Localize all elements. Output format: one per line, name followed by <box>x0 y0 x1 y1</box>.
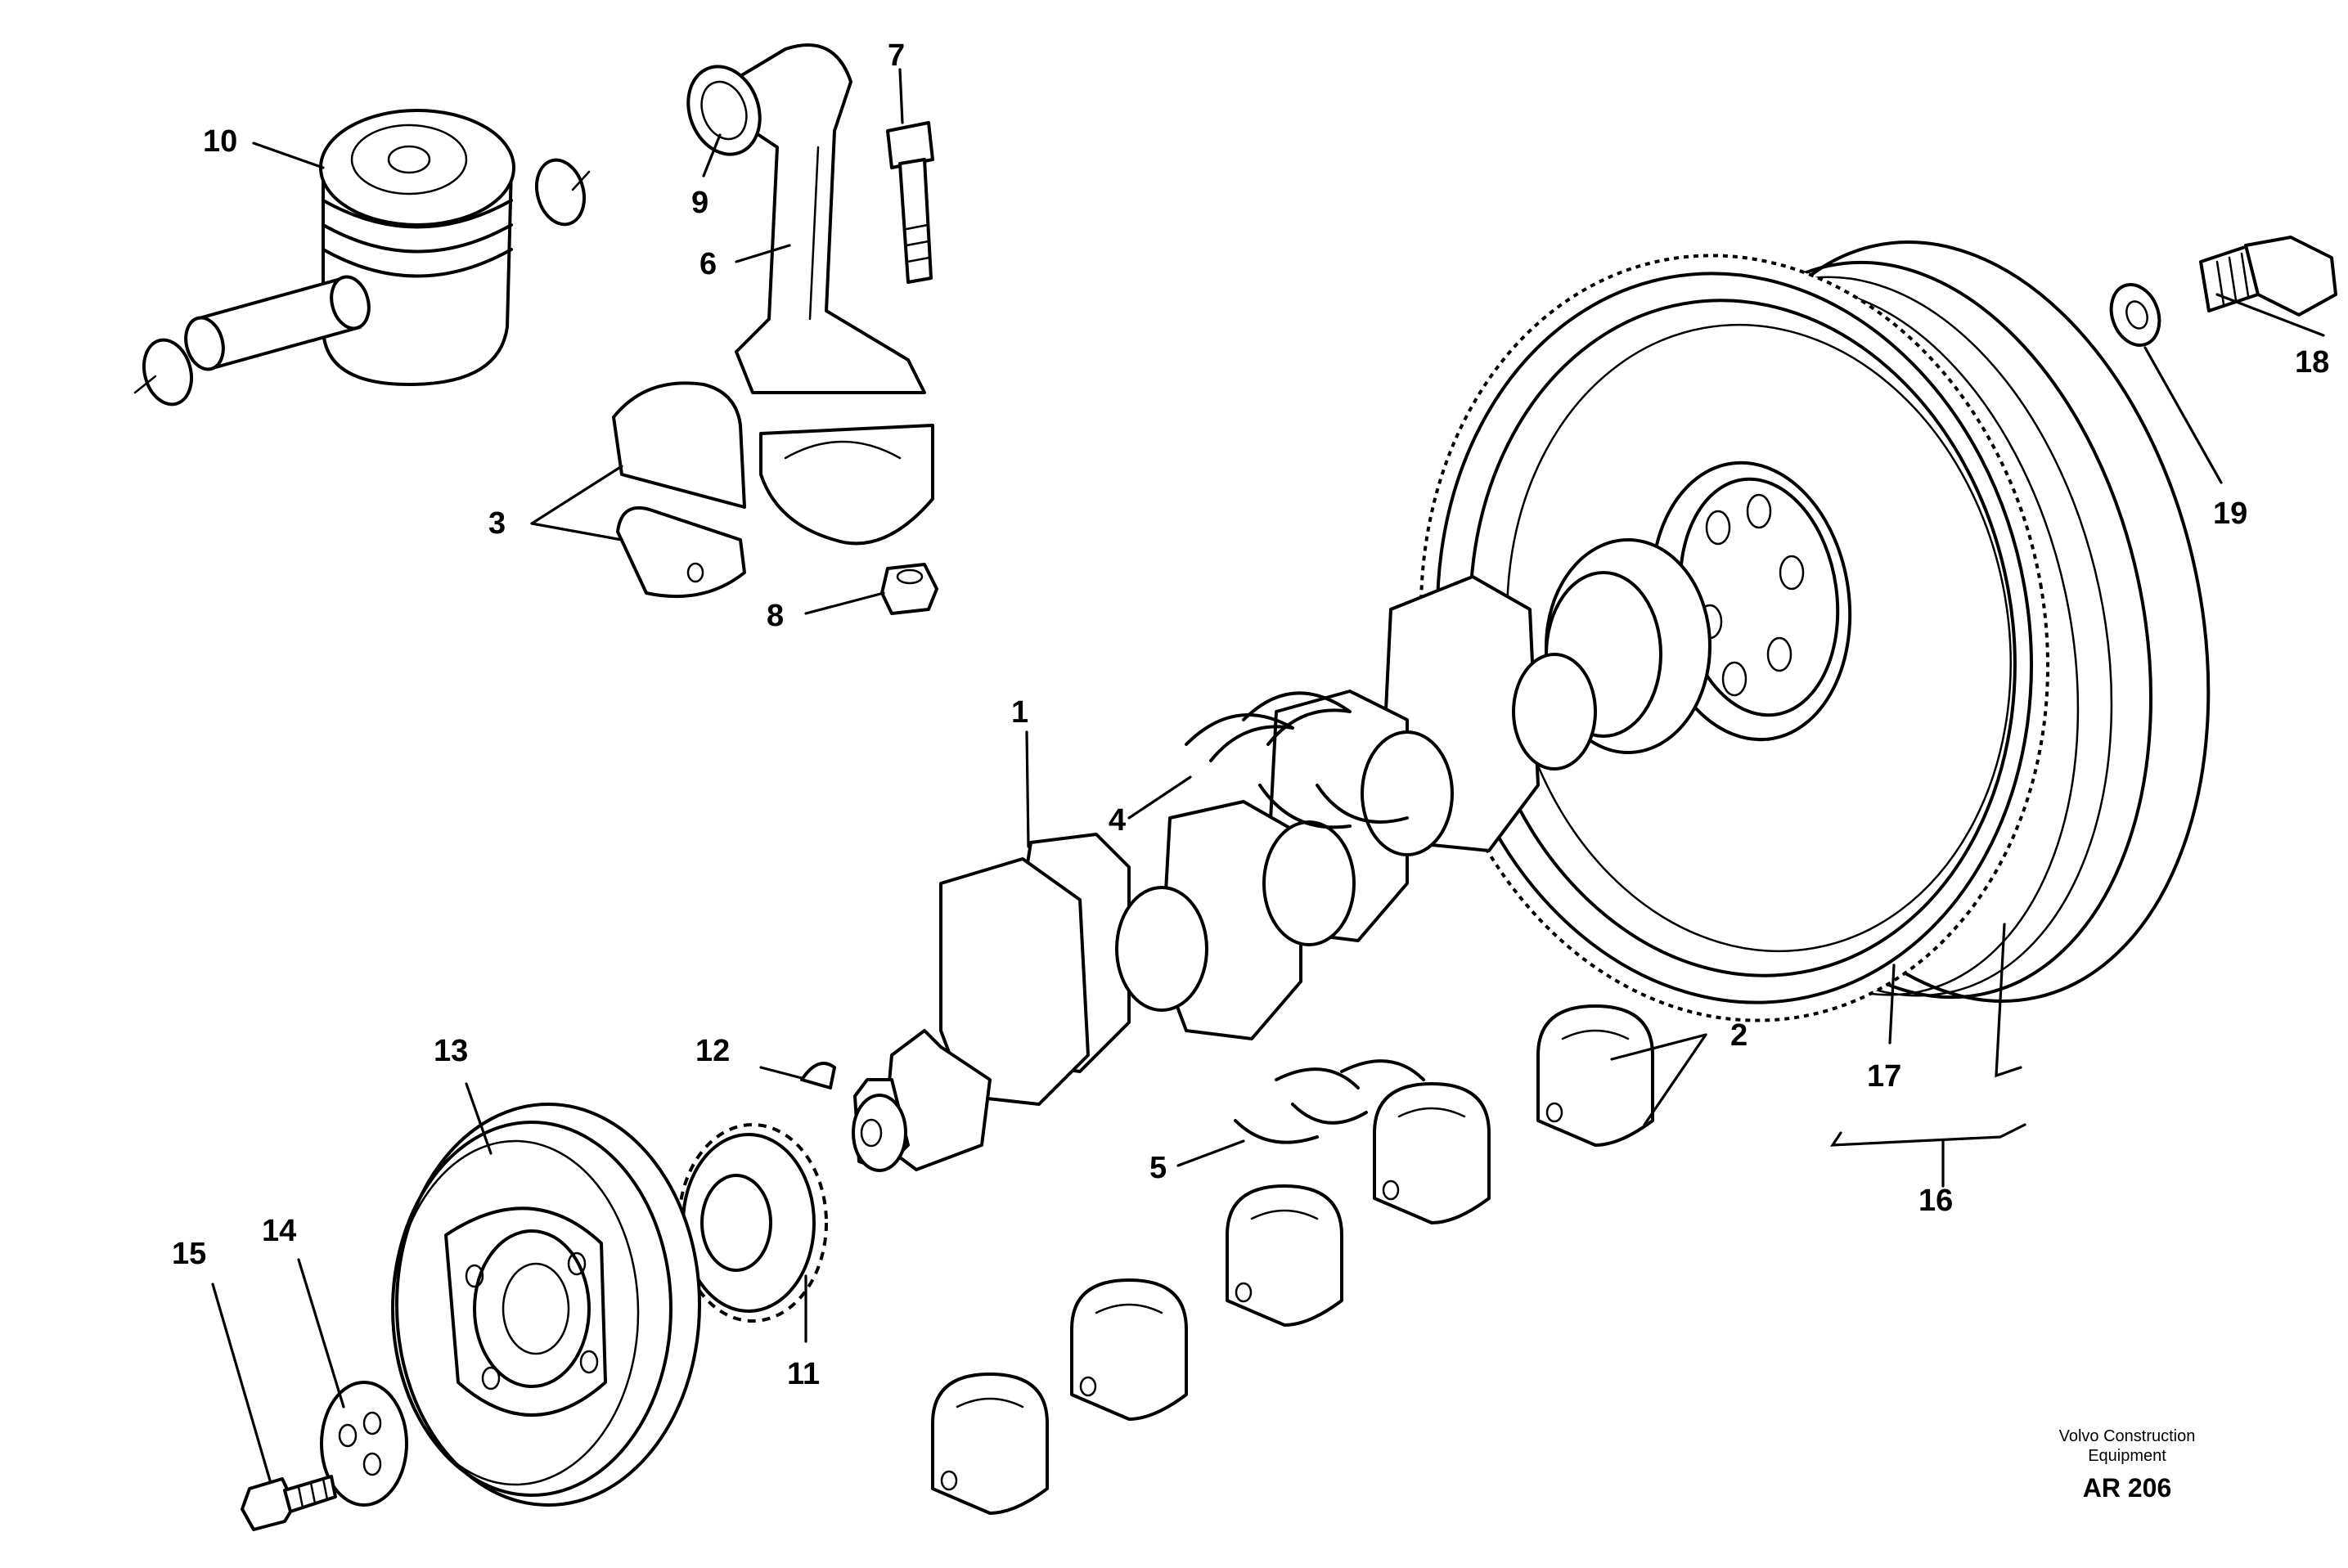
credit-line-2: Equipment <box>2088 1447 2166 1465</box>
connecting-rod <box>686 43 926 394</box>
drawing-code: AR 206 <box>2083 1473 2172 1503</box>
callout-10: 10 <box>203 124 237 159</box>
woodruff-key <box>800 1062 836 1090</box>
leader-lines <box>211 68 2325 1482</box>
flywheel-bolt <box>2199 236 2337 317</box>
callout-8: 8 <box>767 599 784 633</box>
flywheel-washer <box>2109 283 2161 347</box>
conrod-bearing-shells <box>612 381 746 599</box>
callout-12: 12 <box>695 1034 730 1068</box>
callout-11: 11 <box>787 1357 820 1391</box>
callout-4: 4 <box>1109 803 1126 838</box>
callout-18: 18 <box>2295 345 2329 380</box>
callout-2: 2 <box>1730 1018 1748 1053</box>
callout-7: 7 <box>888 38 905 73</box>
callout-14: 14 <box>262 1214 296 1248</box>
main-bearing-shells <box>931 1004 1654 1515</box>
callout-19: 19 <box>2213 496 2247 531</box>
pulley-washer <box>320 1381 408 1507</box>
timing-gear <box>677 1123 828 1323</box>
callout-15: 15 <box>172 1237 206 1271</box>
piston <box>184 109 515 386</box>
rod-nut <box>880 563 938 615</box>
callout-3: 3 <box>488 506 506 541</box>
rod-bolt <box>886 121 934 284</box>
rod-cap <box>759 424 934 546</box>
callout-9: 9 <box>691 186 708 220</box>
credit-line-1: Volvo Construction <box>2059 1427 2196 1445</box>
thrust-washers-upper <box>1185 691 1409 829</box>
callout-16: 16 <box>1918 1184 1953 1218</box>
callout-1: 1 <box>1011 695 1028 730</box>
crank-pulley <box>391 1103 701 1507</box>
callout-labels: 1 2 3 4 5 6 7 8 9 10 11 12 13 14 15 16 1… <box>172 38 2329 1391</box>
crankshaft <box>852 538 1712 1172</box>
circlip-right <box>535 158 591 227</box>
callout-6: 6 <box>699 247 717 281</box>
circlip-left <box>133 338 193 407</box>
thrust-washers-lower <box>1234 1059 1425 1144</box>
pulley-bolt <box>241 1475 337 1531</box>
publisher-credit: Volvo Construction Equipment AR 206 <box>2059 1427 2196 1503</box>
callout-17: 17 <box>1867 1059 1901 1094</box>
callout-5: 5 <box>1149 1151 1167 1185</box>
callout-13: 13 <box>434 1034 468 1068</box>
